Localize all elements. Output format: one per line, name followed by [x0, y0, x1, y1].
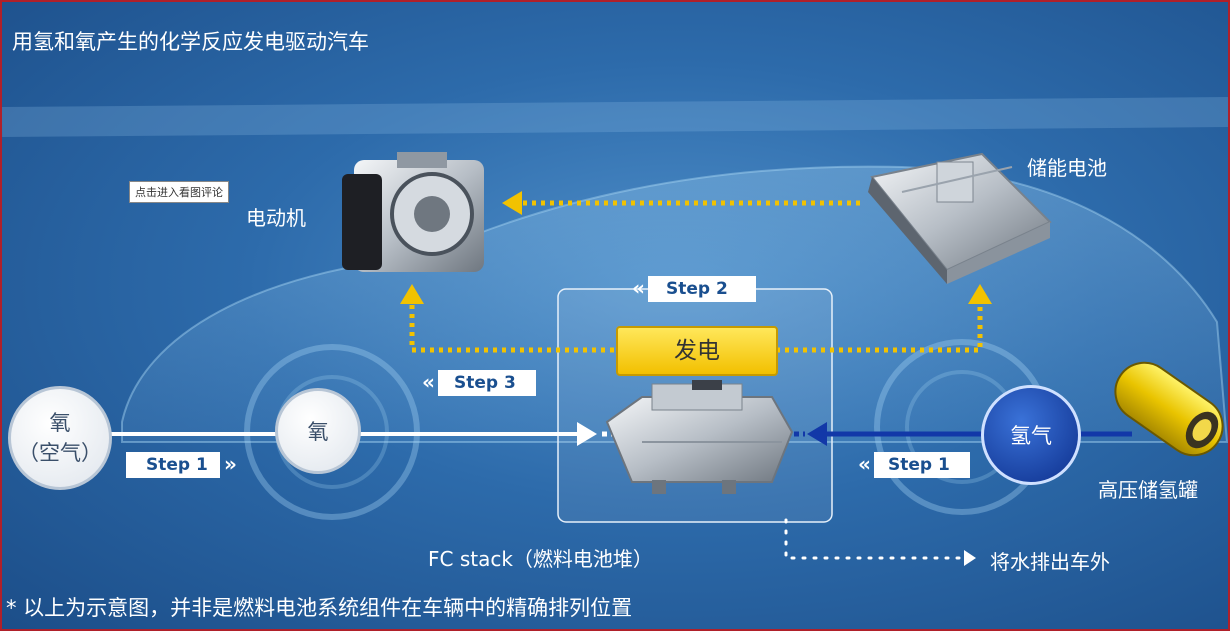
battery-label: 储能电池 [1027, 156, 1107, 180]
double-chevron-right-icon: » [224, 452, 237, 476]
comment-tooltip[interactable]: 点击进入看图评论 [129, 181, 229, 203]
yellow-flow-lines [409, 200, 983, 353]
motor-label: 电动机 [246, 206, 306, 230]
step-2-text: Step 2 [666, 279, 728, 299]
oxygen-text: 氧 [307, 420, 329, 444]
hydrogen-text: 氢气 [1010, 424, 1052, 448]
double-chevron-left-icon: « [632, 276, 645, 300]
step-3-text: Step 3 [454, 373, 516, 393]
hydrogen-circle: 氢气 [981, 385, 1081, 485]
oxygen-circle: 氧 [275, 388, 361, 474]
step-1-left-badge: Step 1 » [126, 452, 237, 478]
step-1-left-text: Step 1 [146, 455, 208, 475]
arrow-up-motor-icon [400, 284, 424, 304]
arrow-up-battery-icon [968, 284, 992, 304]
hydrogen-tank-image [1114, 361, 1224, 457]
oxygen-air-line1: 氧 [49, 411, 71, 435]
step-2-badge: « Step 2 [632, 276, 756, 302]
generate-power-box: 发电 [616, 326, 778, 376]
arrow-to-motor-icon [502, 191, 522, 215]
fc-stack-label: FC stack（燃料电池堆） [428, 547, 653, 571]
step-3-badge: « Step 3 [422, 370, 536, 396]
oxygen-air-line2: （空气） [18, 441, 102, 465]
page-title: 用氢和氧产生的化学反应发电驱动汽车 [12, 30, 369, 54]
water-exit-line [784, 518, 976, 566]
step-1-right-text: Step 1 [888, 455, 950, 475]
double-chevron-left-icon: « [422, 370, 435, 394]
water-exit-label: 将水排出车外 [990, 550, 1110, 574]
oxygen-air-circle: 氧 （空气） [8, 386, 112, 490]
double-chevron-left-icon: « [858, 452, 871, 476]
motor-image [342, 152, 484, 272]
fc-stack-image [605, 380, 794, 494]
hydrogen-tank-label: 高压储氢罐 [1098, 478, 1198, 502]
battery-image [868, 152, 1052, 284]
step-1-right-badge: « Step 1 [858, 452, 970, 478]
footnote: * 以上为示意图，并非是燃料电池系统组件在车辆中的精确排列位置 [6, 596, 633, 620]
